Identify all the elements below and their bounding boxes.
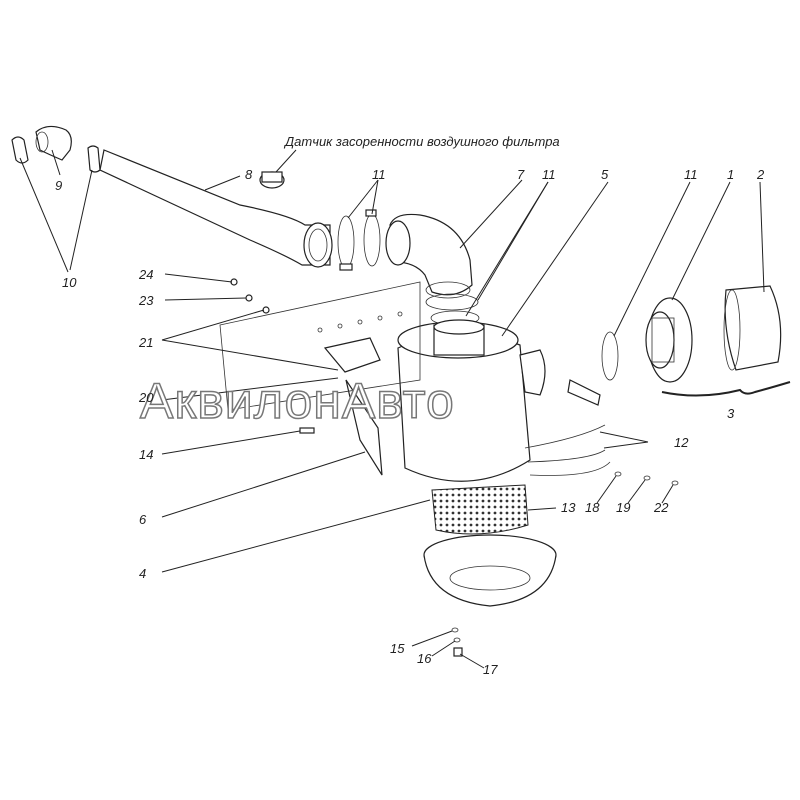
callout-4: 4 [139,566,146,581]
part-7-elbow [385,213,473,299]
callout-9: 9 [55,178,62,193]
callout-16: 16 [417,651,432,666]
part-12-bands [524,379,611,476]
callout-2: 2 [756,167,765,182]
part-23-24-nuts [230,278,270,314]
callout-5: 5 [601,167,609,182]
part-11-clamps-upper [337,209,381,271]
callout-12: 12 [674,435,689,450]
callout-11-right: 11 [684,167,698,182]
part-3-gasket [661,381,791,397]
callout-14: 14 [139,447,153,462]
callout-11-upper: 11 [372,167,386,182]
part-8-intake-pipe [99,149,333,268]
part-13-mesh-section [431,484,529,535]
callout-11-middle: 11 [542,167,556,182]
callout-17: 17 [483,662,498,677]
callout-8: 8 [245,167,253,182]
callout-1: 1 [727,167,734,182]
callout-18: 18 [585,500,600,515]
part-2-cap [723,285,782,371]
part-15-16-17-small-parts [451,627,463,657]
callout-6: 6 [139,512,147,527]
callout-23: 23 [138,293,154,308]
part-21-mounting-plate [219,281,421,411]
part-1-filter-element [645,297,693,383]
part-5-housing [397,319,546,482]
part-9-elbow-sleeve [35,125,72,161]
clogging-sensor [259,171,285,189]
callout-13: 13 [561,500,576,515]
watermark: АквилонАвто [140,373,455,429]
callout-7: 7 [517,167,525,182]
callout-numbers: 1 2 3 4 5 6 7 8 9 10 11 11 11 12 13 14 1… [55,167,765,677]
callout-20: 20 [138,390,154,405]
part-11-clamp-right [601,331,619,381]
callout-19: 19 [616,500,630,515]
callout-3: 3 [727,406,735,421]
callout-21: 21 [138,335,153,350]
part-14-bolt [299,427,315,434]
callout-24: 24 [138,267,153,282]
part-18-19-22-pins [614,471,679,486]
sensor-caption: Датчик засоренности воздушного фильтра [283,134,560,149]
part-6-bracket [323,337,383,476]
callout-22: 22 [653,500,669,515]
callout-15: 15 [390,641,405,656]
callout-10: 10 [62,275,77,290]
leader-lines [19,149,765,669]
part-4-bottom-cover [423,534,557,607]
